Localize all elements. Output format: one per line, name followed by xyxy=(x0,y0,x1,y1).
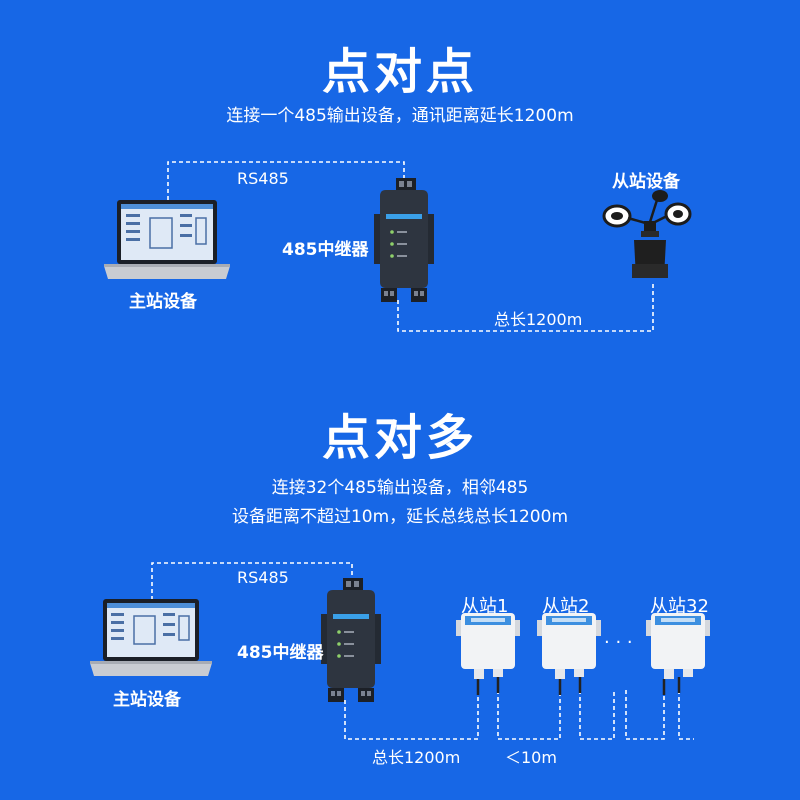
sensor-1-icon xyxy=(456,613,520,695)
slave-32-label: 从站32 xyxy=(650,596,709,617)
p2m-bus-wire-3 xyxy=(579,690,615,740)
p2m-bus-wire-4 xyxy=(625,690,665,740)
p2m-rs485-label: RS485 xyxy=(237,568,289,587)
p2p-rs485-wire xyxy=(167,161,405,200)
slave-2-label: 从站2 xyxy=(542,596,590,617)
p2m-total-length-label: 总长1200m xyxy=(372,748,461,767)
p2m-title: 点对多 xyxy=(321,410,478,466)
p2p-total-length-label: 总长1200m xyxy=(494,310,583,329)
p2p-repeater-label: 485中继器 xyxy=(282,240,369,260)
slave-1-label: 从站1 xyxy=(461,596,509,617)
anemometer-icon xyxy=(602,190,692,278)
p2p-bus-wire xyxy=(397,282,654,332)
p2m-master-label: 主站设备 xyxy=(113,690,181,710)
p2p-master-label: 主站设备 xyxy=(129,292,197,312)
sensor-32-icon xyxy=(646,613,710,695)
p2p-laptop-icon xyxy=(104,200,230,279)
p2p-subtitle: 连接一个485输出设备，通讯距离延长1200m xyxy=(226,106,574,126)
p2m-bus-wire-1 xyxy=(344,690,479,740)
p2m-wires xyxy=(151,562,694,740)
p2m-repeater-label: 485中继器 xyxy=(237,643,324,663)
p2p-repeater-device-icon xyxy=(374,178,434,302)
p2m-spacing-label: ＜10m xyxy=(505,748,557,767)
p2m-rs485-wire xyxy=(151,562,353,600)
p2m-bus-wire-5 xyxy=(678,690,694,740)
p2m-repeater-device-icon xyxy=(321,578,381,702)
p2m-bus-wire-2 xyxy=(497,690,561,740)
p2m-laptop-icon xyxy=(90,599,212,676)
ellipsis-label: · · · xyxy=(604,632,633,653)
p2m-subtitle-line1: 连接32个485输出设备，相邻485 xyxy=(271,478,529,498)
p2p-title: 点对点 xyxy=(321,44,478,100)
p2p-slave-label: 从站设备 xyxy=(612,172,680,192)
sensor-2-icon xyxy=(537,613,601,695)
p2p-wires xyxy=(167,161,654,332)
p2p-rs485-label: RS485 xyxy=(237,169,289,188)
p2m-subtitle-line2: 设备距离不超过10m，延长总线总长1200m xyxy=(231,507,568,527)
